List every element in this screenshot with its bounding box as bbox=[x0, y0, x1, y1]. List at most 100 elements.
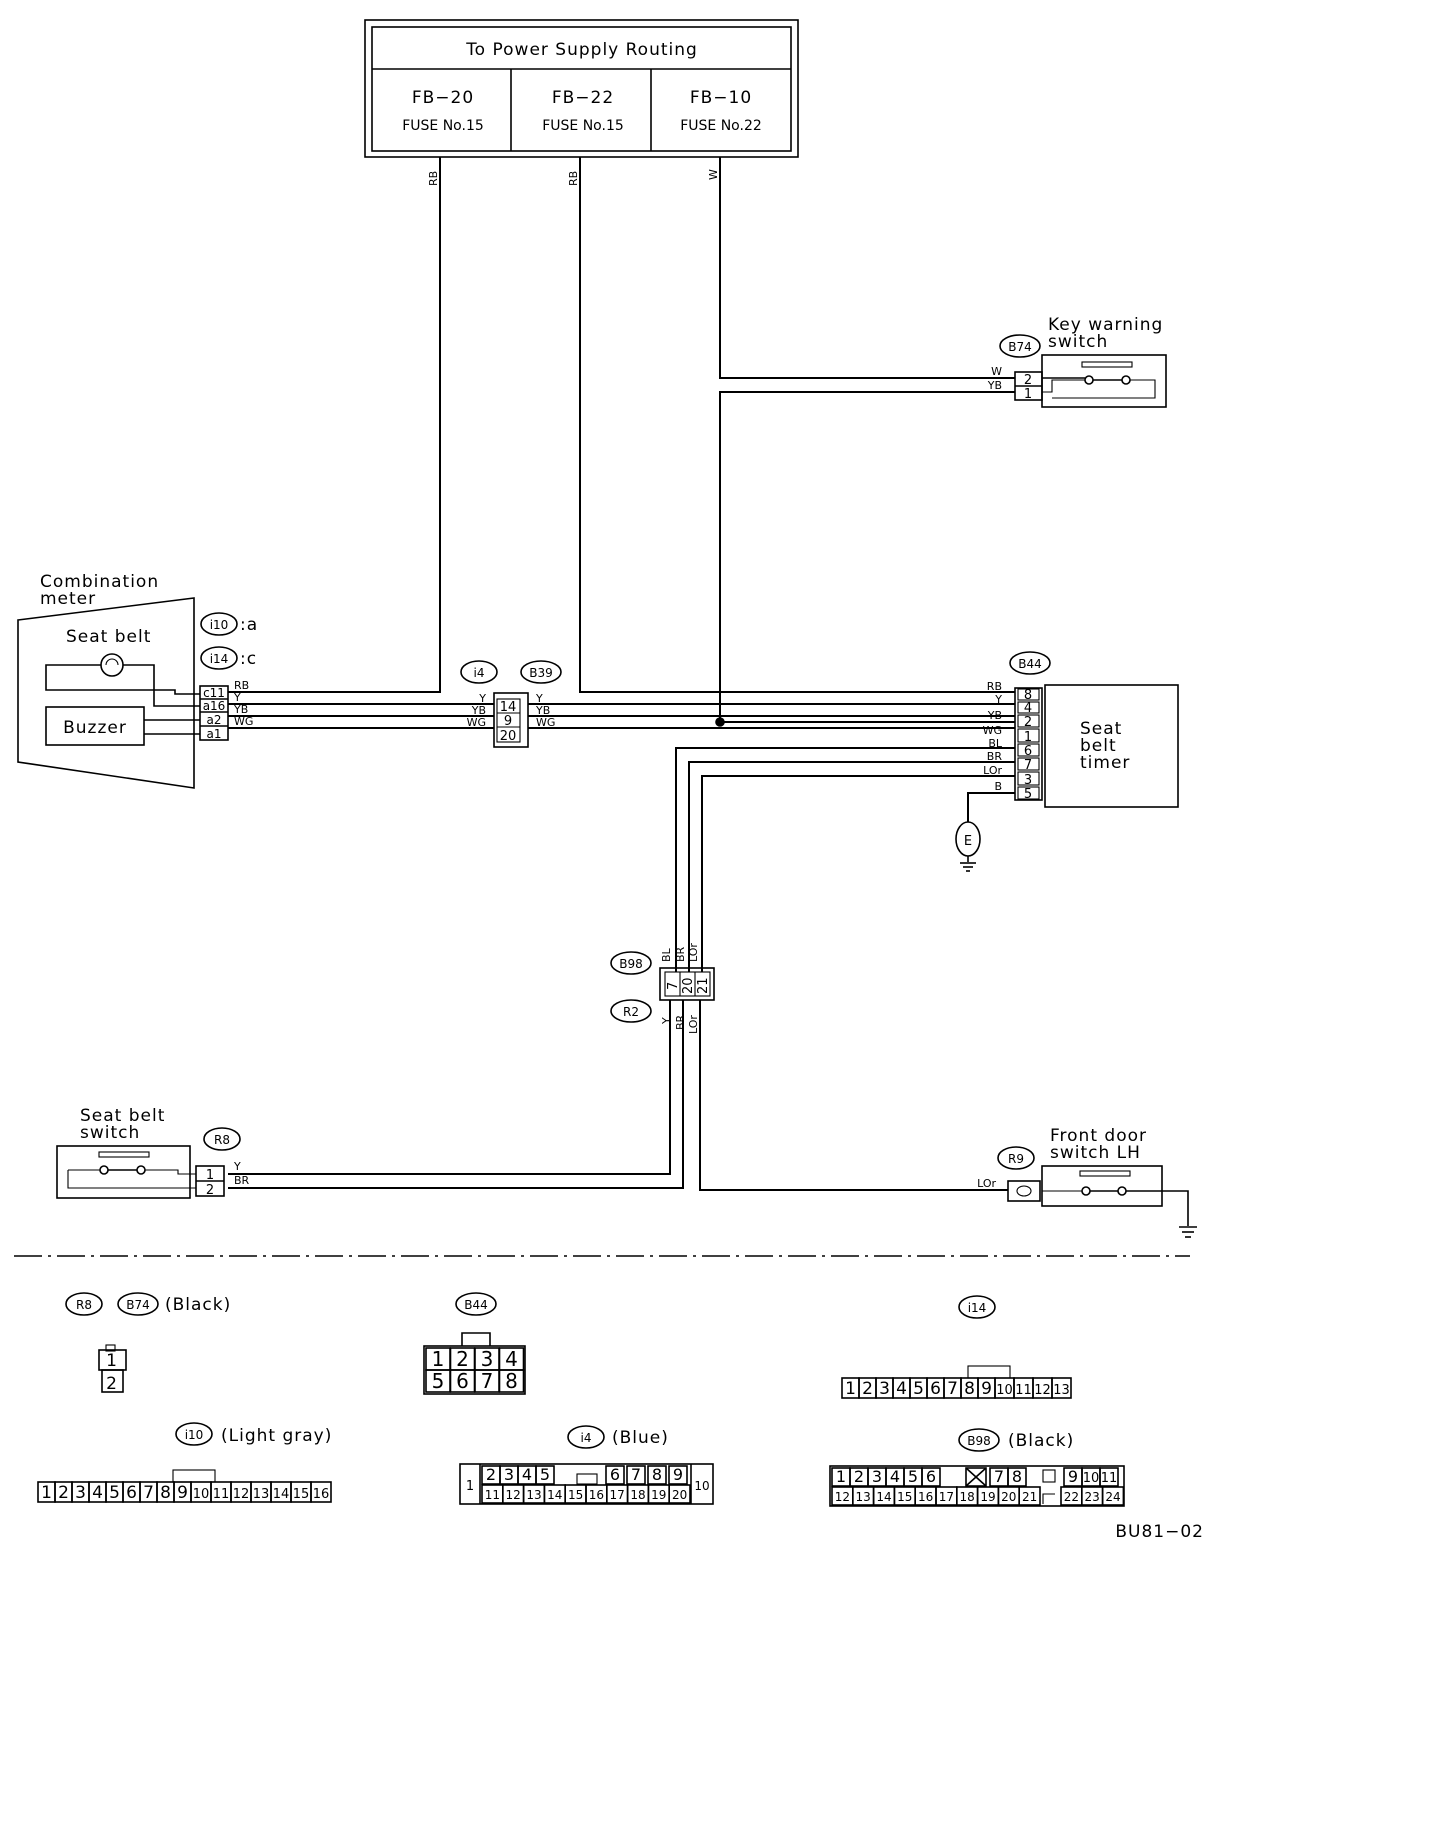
timer-pin-5: 5 bbox=[1024, 787, 1032, 802]
seat-belt-timer-label-2: belt bbox=[1080, 736, 1117, 756]
connector-b44-label: B44 bbox=[1018, 657, 1042, 671]
cv-i10-pin-14: 14 bbox=[273, 1487, 290, 1502]
r2-wire-lor: LOr bbox=[687, 1015, 700, 1034]
cv-i4-pin-3: 3 bbox=[504, 1465, 514, 1484]
cv-i4-pin-7-box bbox=[626, 1465, 646, 1485]
cv-i4-pin-18: 18 bbox=[630, 1488, 645, 1502]
ground-e-label: E bbox=[964, 834, 972, 849]
b98-pin-20: 20 bbox=[681, 977, 696, 994]
timer-wire-rb: RB bbox=[987, 680, 1002, 693]
cv-i4-pin-12: 12 bbox=[506, 1488, 521, 1502]
timer-pin-box bbox=[1017, 701, 1040, 714]
fuse-fb10-label: FB−10 bbox=[690, 88, 752, 108]
cv-i4-pin-8: 8 bbox=[652, 1465, 662, 1484]
cv-i4-pin-1: 1 bbox=[466, 1479, 474, 1494]
combination-meter-label-1: Combination bbox=[40, 572, 159, 592]
key-switch-pin-2: 2 bbox=[1024, 373, 1032, 388]
connector-b74-label: B74 bbox=[1008, 340, 1032, 354]
power-supply-box: To Power Supply Routing FB−20 FUSE No.15… bbox=[364, 19, 799, 158]
cv-b44-pin-8-box bbox=[498, 1369, 525, 1393]
cv-i4-pin-9-box bbox=[668, 1465, 688, 1485]
cv-r8-pin-1: 1 bbox=[106, 1351, 118, 1371]
connector-i10-suffix: :a bbox=[240, 615, 258, 635]
cv-b98-pin-17: 17 bbox=[939, 1490, 954, 1504]
timer-pin-box bbox=[1017, 757, 1040, 771]
r2-wire-y: Y bbox=[660, 1017, 673, 1025]
cv-i14-pin-7: 7 bbox=[947, 1379, 958, 1399]
cv-b44-pin-2: 2 bbox=[456, 1347, 469, 1371]
cv-i4-pin-9: 9 bbox=[673, 1465, 683, 1484]
cv-i4-pin-15: 15 bbox=[568, 1488, 583, 1502]
i4-wire-y-left: Y bbox=[478, 692, 486, 705]
seat-belt-switch-pin-2: 2 bbox=[206, 1183, 214, 1198]
cv-i4-pin-6-box bbox=[605, 1465, 625, 1485]
seat-belt-switch-wire-br: BR bbox=[234, 1174, 250, 1187]
cv-b98-pin-11: 11 bbox=[1101, 1471, 1118, 1486]
timer-pin-box bbox=[1017, 728, 1040, 743]
wire-label-rb-1: RB bbox=[427, 171, 440, 186]
seat-belt-switch-label-1: Seat belt bbox=[80, 1106, 165, 1126]
cv-i4-pin-6: 6 bbox=[610, 1465, 620, 1484]
cv-i14-pin-13: 13 bbox=[1053, 1383, 1070, 1398]
wires bbox=[228, 157, 1015, 1191]
timer-wire-y: Y bbox=[994, 693, 1002, 706]
timer-pin-7: 7 bbox=[1024, 758, 1032, 773]
cv-i4-pin-2: 2 bbox=[486, 1465, 496, 1484]
cv-b44-pin-8: 8 bbox=[505, 1369, 518, 1393]
seat-belt-switch-wire-y: Y bbox=[233, 1160, 241, 1173]
cv-r8-b74-color: (Black) bbox=[165, 1295, 231, 1315]
i4-pin-9: 9 bbox=[504, 714, 512, 729]
key-switch-wire-yb: YB bbox=[987, 379, 1002, 392]
diagram-canvas: To Power Supply Routing FB−20 FUSE No.15… bbox=[14, 19, 1203, 1542]
fuse-fb22-label: FB−22 bbox=[552, 88, 614, 108]
timer-pin-box bbox=[1017, 743, 1040, 757]
connector-b39-label: B39 bbox=[529, 666, 553, 680]
cv-b98-pin-23: 23 bbox=[1085, 1490, 1100, 1504]
cv-r8-label: R8 bbox=[76, 1298, 92, 1312]
cv-i4-color: (Blue) bbox=[612, 1428, 669, 1448]
cv-i10-pin-6: 6 bbox=[126, 1483, 137, 1503]
cv-b98-pin-9: 9 bbox=[1068, 1467, 1078, 1486]
cv-i14-pin-13-box bbox=[1051, 1377, 1072, 1399]
i4-pin-20: 20 bbox=[500, 729, 517, 744]
cv-i10-label: i10 bbox=[185, 1428, 204, 1442]
cv-r8-pin-2: 2 bbox=[106, 1374, 118, 1394]
cv-i10-color: (Light gray) bbox=[221, 1426, 332, 1446]
cv-b44-pin-1: 1 bbox=[432, 1347, 445, 1371]
seat-belt-switch-pin-1: 1 bbox=[206, 1168, 214, 1183]
combination-meter-label-2: meter bbox=[40, 589, 96, 609]
cv-b98-pin-6: 6 bbox=[926, 1467, 936, 1486]
cv-i4-pin-10: 10 bbox=[694, 1479, 709, 1493]
front-door-wire-lor: LOr bbox=[977, 1177, 996, 1190]
b39-wire-yb-right: YB bbox=[535, 704, 550, 717]
cv-i10-pin-16-box bbox=[310, 1481, 332, 1503]
front-door-switch-label-1: Front door bbox=[1050, 1126, 1147, 1146]
cv-b98-pin-19: 19 bbox=[980, 1490, 995, 1504]
timer-pin-6: 6 bbox=[1024, 744, 1032, 759]
junction-i4-b39: i4 B39 14 9 20 Y YB WG Y YB WG bbox=[460, 660, 562, 748]
key-switch-wire-w: W bbox=[991, 365, 1002, 378]
b98-pin-7: 7 bbox=[666, 982, 681, 990]
cv-b98-pin-8: 8 bbox=[1012, 1467, 1022, 1486]
cv-i10-pin-8: 8 bbox=[160, 1483, 171, 1503]
cv-b98-pin-3: 3 bbox=[872, 1467, 882, 1486]
cv-i10-pin-2: 2 bbox=[58, 1483, 69, 1503]
connector-b98-label: B98 bbox=[619, 957, 643, 971]
cv-i4-pin-19: 19 bbox=[651, 1488, 666, 1502]
cv-b44-pin-4: 4 bbox=[505, 1347, 518, 1371]
cv-i10-pin-5: 5 bbox=[109, 1483, 120, 1503]
cv-b44-pin-7: 7 bbox=[481, 1369, 494, 1393]
cv-b44-pin-3: 3 bbox=[481, 1347, 494, 1371]
i4-pin-14: 14 bbox=[500, 700, 517, 715]
cv-i4-pin-20: 20 bbox=[672, 1488, 687, 1502]
cv-b98-pin-2: 2 bbox=[854, 1467, 864, 1486]
connector-b74-badge bbox=[999, 334, 1041, 358]
cv-b98-pin-6-box bbox=[921, 1467, 941, 1487]
combination-meter: Combination meter Seat belt Buzzer c11 a… bbox=[17, 572, 258, 789]
cv-b98-pin-5: 5 bbox=[908, 1467, 918, 1486]
